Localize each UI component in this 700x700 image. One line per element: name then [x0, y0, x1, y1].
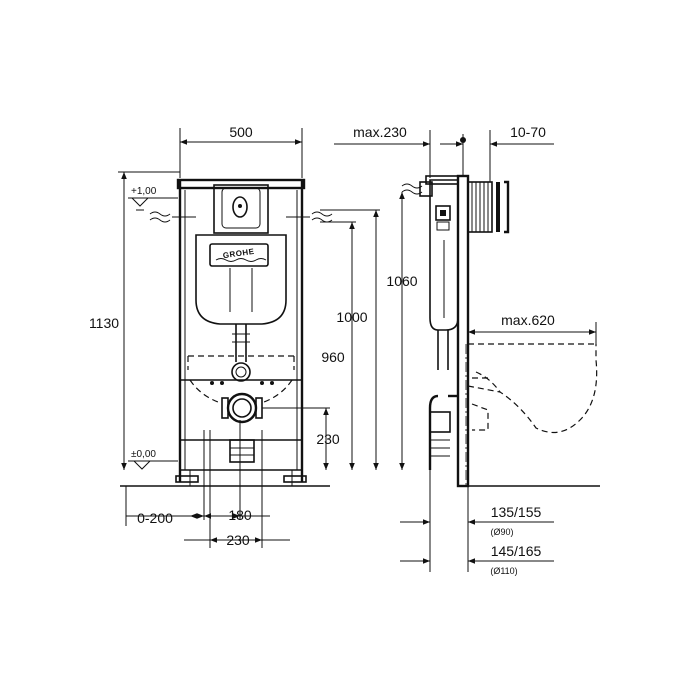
side-135-155-label: 135/155	[491, 504, 542, 520]
grohe-logo: GROHE	[222, 247, 255, 260]
side-10-70-label: 10-70	[510, 124, 546, 140]
front-flush-pipe	[187, 324, 295, 463]
side-max-620-label: max.620	[501, 312, 555, 328]
dim-960-label: 960	[321, 349, 345, 365]
side-frame	[401, 134, 598, 488]
height-1130-label: 1130	[89, 315, 119, 331]
dim-230-bottom-label: 230	[226, 532, 250, 548]
width-500-label: 500	[229, 124, 253, 140]
dim-0-200-label: 0-200	[137, 510, 173, 526]
side-max-230-label: max.230	[353, 124, 407, 140]
side-dia-110-label: (Ø110)	[490, 566, 517, 576]
side-dia-90-label: (Ø90)	[490, 527, 513, 537]
front-cistern	[149, 184, 333, 325]
front-frame	[175, 178, 307, 486]
level-floor-label: ±0,00	[131, 449, 156, 460]
level-top-label: +1,00	[131, 186, 157, 197]
dim-230-drain-label: 230	[316, 431, 340, 447]
side-1060-label: 1060	[386, 273, 417, 289]
dim-180-label: 180	[228, 507, 252, 523]
side-145-165-label: 145/165	[491, 543, 542, 559]
